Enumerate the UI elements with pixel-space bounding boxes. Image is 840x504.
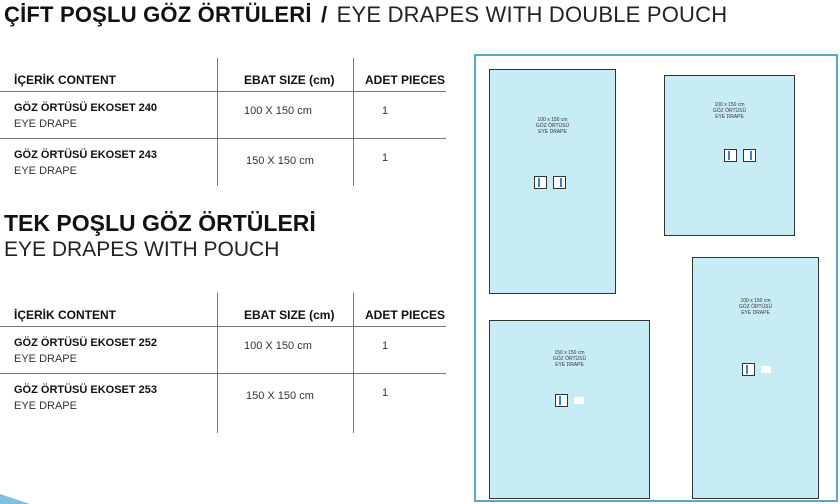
product-subtitle: EYE DRAPE	[14, 165, 77, 177]
drape-illustration: 100 x 150 cm GÖZ ÖRTÜSÜ EYE DRAPE	[692, 257, 819, 499]
product-subtitle: EYE DRAPE	[14, 400, 77, 412]
column-divider	[353, 293, 354, 433]
single-pouch	[742, 363, 771, 376]
table-row: GÖZ ÖRTÜSÜ EKOSET 243 EYE DRAPE 150 X 15…	[0, 139, 446, 186]
pouch-opening	[761, 366, 771, 373]
table-row: GÖZ ÖRTÜSÜ EKOSET 252 EYE DRAPE 100 X 15…	[0, 327, 446, 374]
product-size: 100 X 150 cm	[244, 340, 312, 352]
title-separator: /	[321, 2, 328, 27]
product-qty: 1	[382, 105, 389, 117]
double-pouch	[534, 176, 566, 189]
header-content: İÇERİK CONTENT	[14, 73, 116, 87]
drape-label: 150 x 150 cm GÖZ ÖRTÜSÜ EYE DRAPE	[552, 350, 587, 368]
single-pouch-table: İÇERİK CONTENT EBAT SIZE (cm) ADET PIECE…	[0, 293, 446, 433]
header-pieces: ADET PIECES	[365, 73, 446, 87]
product-size: 150 X 150 cm	[246, 155, 314, 167]
drape-illustration: 100 x 150 cm GÖZ ÖRTÜSÜ EYE DRAPE	[664, 75, 795, 236]
product-qty: 1	[382, 387, 389, 399]
drape-illustration: 150 x 150 cm GÖZ ÖRTÜSÜ EYE DRAPE	[489, 320, 650, 499]
table-header-row: İÇERİK CONTENT EBAT SIZE (cm) ADET PIECE…	[0, 58, 446, 92]
title-english: EYE DRAPES WITH DOUBLE POUCH	[336, 2, 728, 27]
product-subtitle: EYE DRAPE	[14, 118, 77, 130]
product-size: 100 X 150 cm	[244, 105, 312, 117]
corner-accent	[0, 494, 30, 504]
title-turkish: ÇİFT POŞLU GÖZ ÖRTÜLERİ	[4, 2, 312, 27]
double-pouch	[724, 149, 756, 162]
single-pouch	[555, 394, 584, 407]
section-title-english: EYE DRAPES WITH POUCH	[4, 238, 280, 261]
drape-label: 100 x 150 cm GÖZ ÖRTÜSÜ EYE DRAPE	[712, 102, 747, 120]
product-name: GÖZ ÖRTÜSÜ EKOSET 252	[14, 337, 158, 349]
pouch-icon	[553, 176, 566, 189]
product-qty: 1	[382, 340, 389, 352]
column-divider	[217, 58, 218, 186]
drape-label: 100 x 150 cm GÖZ ÖRTÜSÜ EYE DRAPE	[535, 117, 570, 135]
drape-illustration: 100 x 150 cm GÖZ ÖRTÜSÜ EYE DRAPE	[489, 69, 616, 294]
page-title: ÇİFT POŞLU GÖZ ÖRTÜLERİ / EYE DRAPES WIT…	[4, 2, 727, 28]
pouch-icon	[743, 149, 756, 162]
section-title: TEK POŞLU GÖZ ÖRTÜLERİ EYE DRAPES WITH P…	[4, 210, 316, 264]
double-pouch-table: İÇERİK CONTENT EBAT SIZE (cm) ADET PIECE…	[0, 58, 446, 186]
product-name: GÖZ ÖRTÜSÜ EKOSET 243	[14, 149, 158, 161]
table-row: GÖZ ÖRTÜSÜ EKOSET 253 EYE DRAPE 150 X 15…	[0, 374, 446, 421]
drape-label: 100 x 150 cm GÖZ ÖRTÜSÜ EYE DRAPE	[738, 298, 773, 316]
header-content: İÇERİK CONTENT	[14, 308, 116, 322]
pouch-icon	[534, 176, 547, 189]
pouch-icon	[724, 149, 737, 162]
product-name: GÖZ ÖRTÜSÜ EKOSET 240	[14, 102, 158, 114]
column-divider	[353, 58, 354, 186]
product-subtitle: EYE DRAPE	[14, 353, 77, 365]
drape-illustration-panel: 100 x 150 cm GÖZ ÖRTÜSÜ EYE DRAPE 100 x …	[474, 54, 838, 502]
header-pieces: ADET PIECES	[365, 308, 446, 322]
table-header-row: İÇERİK CONTENT EBAT SIZE (cm) ADET PIECE…	[0, 293, 446, 327]
pouch-opening	[574, 397, 584, 404]
product-name: GÖZ ÖRTÜSÜ EKOSET 253	[14, 384, 158, 396]
product-size: 150 X 150 cm	[246, 390, 314, 402]
pouch-icon	[742, 363, 755, 376]
column-divider	[217, 293, 218, 433]
product-qty: 1	[382, 152, 389, 164]
section-title-turkish: TEK POŞLU GÖZ ÖRTÜLERİ	[4, 210, 316, 236]
table-row: GÖZ ÖRTÜSÜ EKOSET 240 EYE DRAPE 100 X 15…	[0, 92, 446, 139]
pouch-icon	[555, 394, 568, 407]
header-size: EBAT SIZE (cm)	[244, 308, 335, 322]
header-size: EBAT SIZE (cm)	[244, 73, 335, 87]
